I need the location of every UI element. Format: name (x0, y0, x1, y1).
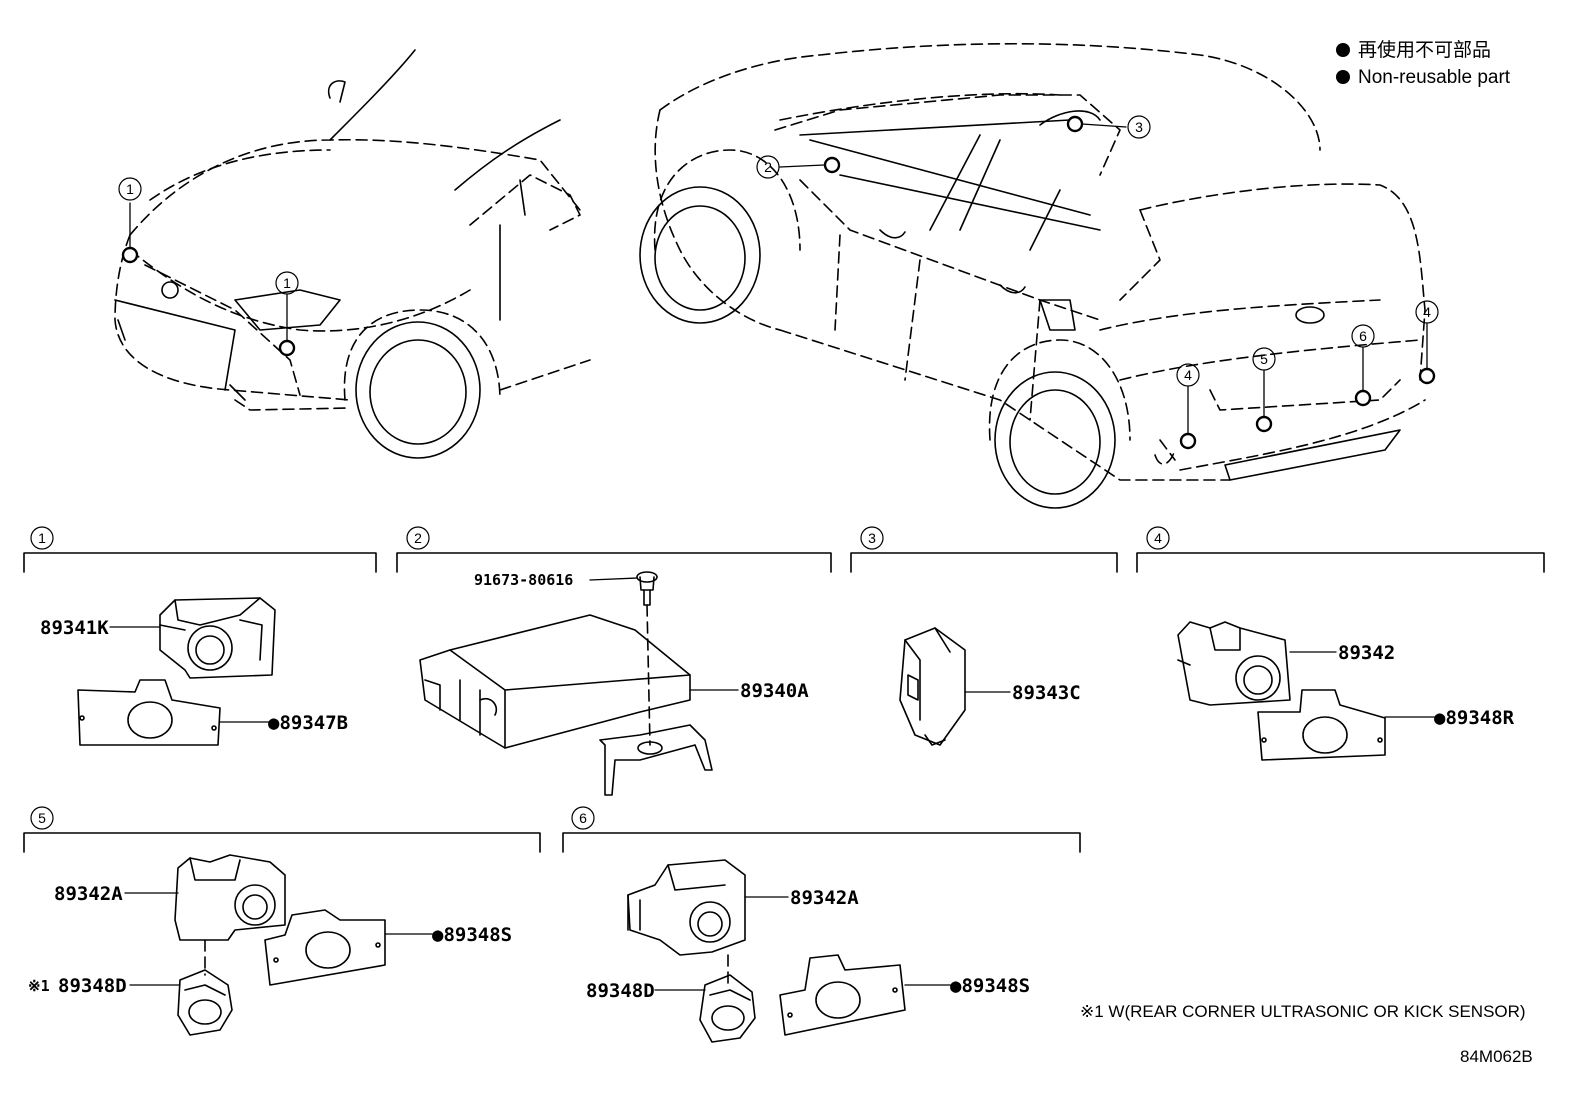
part-label-89340A: 89340A (740, 680, 809, 702)
rear-vehicle-illustration (639, 42, 1426, 509)
front-vehicle-illustration (114, 49, 591, 459)
bracket-89348R-drawing (1257, 689, 1386, 761)
section-number: 3 (868, 530, 876, 546)
section-numbers: 1 2 3 4 5 6 (38, 530, 1162, 826)
section-number: 2 (414, 530, 422, 546)
part-label-89348S: ●89348S (950, 975, 1030, 997)
callout-number: 4 (1184, 367, 1192, 383)
note-mark: ※1 (28, 977, 50, 995)
section-number: 4 (1154, 530, 1162, 546)
part-label-89342A: 89342A (790, 887, 859, 909)
ecu-89340A-drawing (419, 614, 713, 796)
part-label-89348R: ●89348R (1434, 707, 1515, 729)
part-label-89348D: 89348D (586, 980, 655, 1002)
callout-number: 1 (126, 181, 134, 197)
bracket-89348S-drawing-5 (264, 909, 386, 986)
callout-number: 2 (764, 159, 772, 175)
callout-number: 6 (1359, 328, 1367, 344)
section-number-circles (30, 526, 1170, 830)
car-callout-numbers: 1 1 2 3 4 5 6 4 (126, 119, 1431, 383)
sensor-89342A-drawing-6 (627, 859, 746, 986)
part-label-89343C: 89343C (1012, 682, 1081, 704)
part-label-89341K: 89341K (40, 617, 109, 639)
part-label-91673-80616: 91673-80616 (474, 571, 573, 589)
legend-text-en: Non-reusable part (1358, 67, 1511, 88)
section-number: 1 (38, 530, 46, 546)
callout-number: 1 (283, 275, 291, 291)
sensor-89342A-drawing-5 (174, 854, 286, 976)
part-label-89348D: 89348D (58, 975, 127, 997)
part-label-89342: 89342 (1338, 642, 1395, 664)
callout-number: 5 (1260, 351, 1268, 367)
bolt-91673-80616-drawing (636, 571, 658, 746)
sensor-89341K-drawing (159, 597, 276, 679)
grommet-89348D-drawing-6 (699, 974, 756, 1043)
leader-lines (109, 123, 1435, 991)
legend-dot-icon (1336, 43, 1350, 57)
sensor-89343C-drawing (899, 627, 966, 746)
part-number-labels: 89341K ●89347B 91673-80616 89340A 89343C… (28, 571, 1515, 1002)
legend-text-jp: 再使用不可部品 (1358, 39, 1491, 61)
section-number: 5 (38, 810, 46, 826)
callout-number: 3 (1135, 119, 1143, 135)
sensor-location-dots (121, 115, 1436, 450)
legend: 再使用不可部品 Non-reusable part (1336, 39, 1511, 88)
part-label-89342A: 89342A (54, 883, 123, 905)
callout-number: 4 (1423, 304, 1431, 320)
legend-dot-icon (1336, 70, 1350, 84)
bracket-89347B-drawing (77, 679, 221, 746)
sensor-89342-drawing (1177, 621, 1291, 706)
part-label-89348S: ●89348S (432, 924, 512, 946)
callout-circles (118, 115, 1439, 387)
bracket-89348S-drawing-6 (779, 954, 906, 1036)
part-label-89347B: ●89347B (268, 712, 348, 734)
drawing-code: 84M062B (1460, 1047, 1533, 1066)
section-brackets (23, 552, 1545, 853)
section-number: 6 (579, 810, 587, 826)
footnote: ※1 W(REAR CORNER ULTRASONIC OR KICK SENS… (1080, 1002, 1526, 1021)
grommet-89348D-drawing-5 (177, 969, 233, 1036)
